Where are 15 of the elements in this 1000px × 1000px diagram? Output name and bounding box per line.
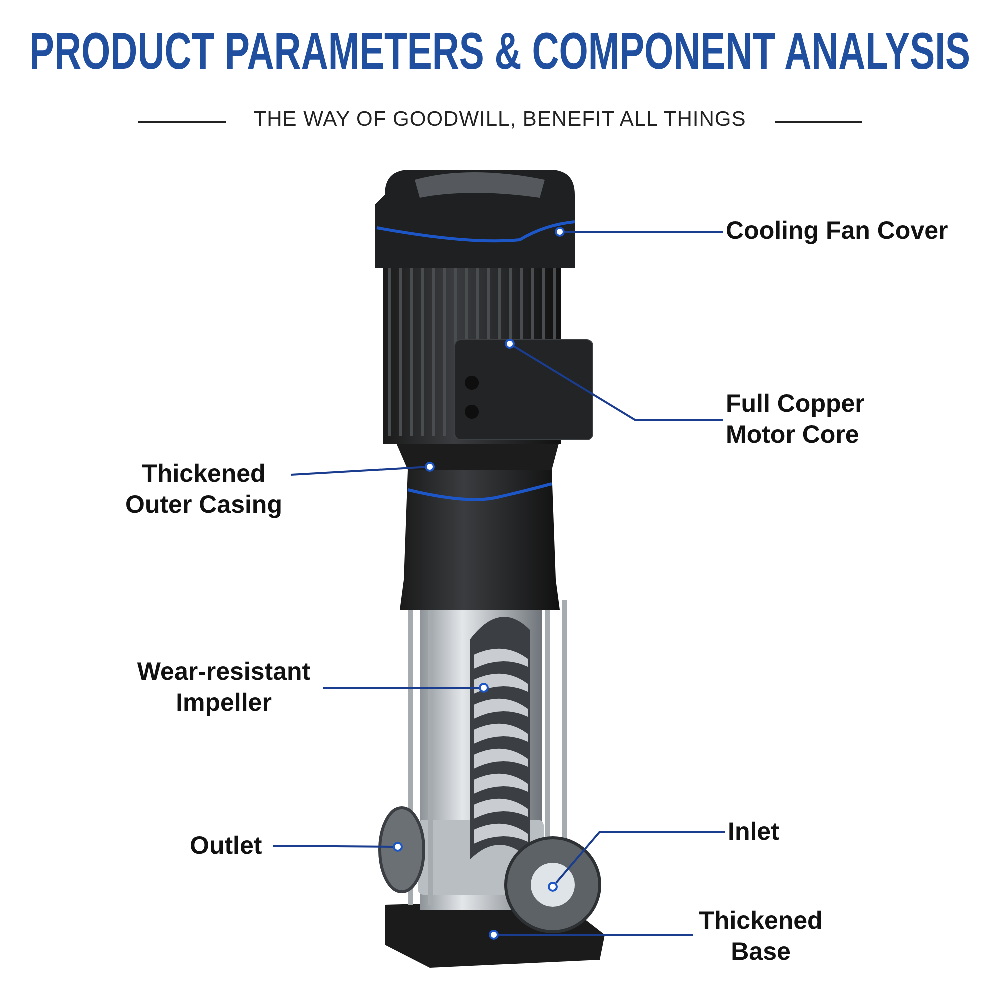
leader-line	[514, 346, 723, 421]
callout-label: Outlet	[190, 831, 270, 862]
callout-label: Cooling Fan Cover	[726, 216, 966, 247]
callout-label: Inlet	[728, 817, 798, 848]
leader-line	[555, 831, 725, 884]
leader-line	[565, 231, 723, 233]
callout-label: Thickened Outer Casing	[120, 459, 288, 521]
callout-label: Thickened Base	[696, 906, 826, 968]
leader-line	[499, 934, 693, 936]
subtitle: THE WAY OF GOODWILL, BENEFIT ALL THINGS	[254, 108, 746, 131]
callout-label: Wear-resistant Impeller	[128, 657, 320, 719]
leader-line	[273, 845, 393, 848]
callout-label: Full Copper Motor Core	[726, 389, 896, 451]
title: PRODUCT PARAMETERS & COMPONENT ANALYSIS	[30, 22, 970, 82]
leader-line	[290, 466, 426, 476]
